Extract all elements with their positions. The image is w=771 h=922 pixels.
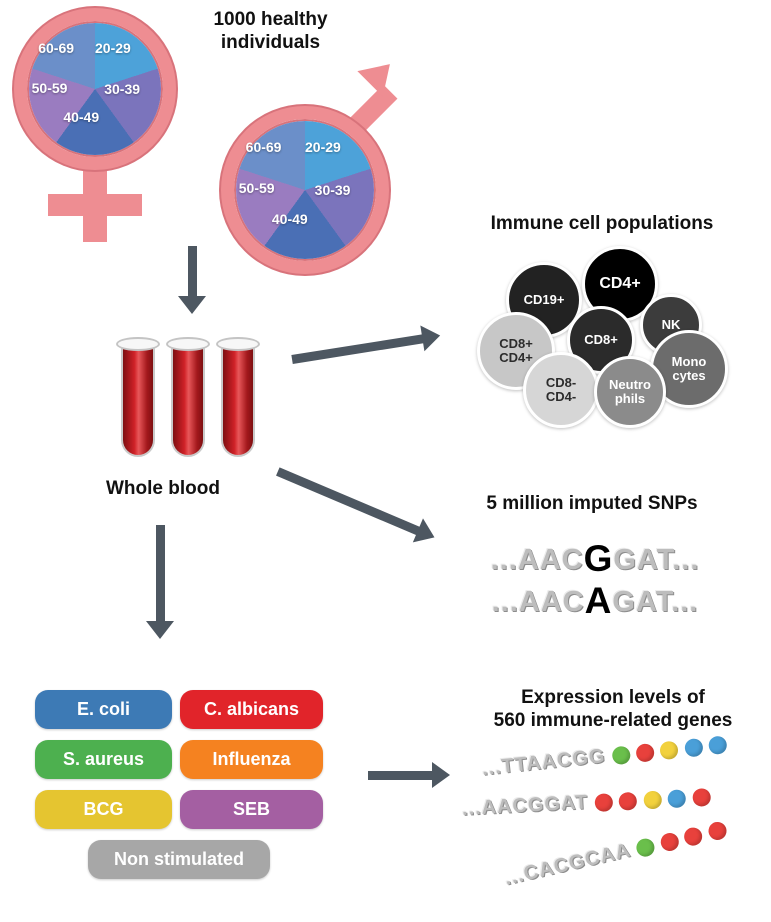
male-age-pie: 20-29 30-39 40-49 50-59 60-69 bbox=[236, 121, 374, 259]
expression-dot bbox=[642, 790, 662, 809]
snp-seq-post: GAT... bbox=[612, 586, 699, 618]
expression-dot bbox=[618, 791, 638, 811]
expression-dot bbox=[691, 787, 711, 807]
blood-tube bbox=[166, 337, 210, 461]
tube-body bbox=[121, 343, 155, 457]
cell-cd8neg-cd4neg: CD8- CD4- bbox=[523, 352, 599, 428]
tube-rim bbox=[116, 337, 160, 351]
age-slice-label: 20-29 bbox=[95, 40, 131, 57]
expression-title: Expression levels of 560 immune-related … bbox=[493, 687, 733, 732]
tube-rim bbox=[216, 337, 260, 351]
expression-dot bbox=[634, 836, 657, 858]
snp-variant-allele: A bbox=[584, 580, 613, 621]
cell-cd8pos-cd4pos: CD8+ CD4+ bbox=[477, 312, 555, 390]
stimulus-e-coli: E. coli bbox=[35, 690, 172, 729]
stimulus-seb: SEB bbox=[180, 790, 323, 829]
snp-variant-allele: G bbox=[583, 538, 614, 579]
age-slice-label: 40-49 bbox=[63, 108, 100, 125]
expression-dot bbox=[682, 825, 705, 847]
figure-title: 1000 healthy individuals bbox=[213, 9, 328, 54]
blood-tube bbox=[216, 337, 260, 461]
age-slice-label: 20-29 bbox=[305, 138, 341, 155]
tube-body bbox=[221, 343, 255, 457]
expression-dot bbox=[706, 819, 728, 842]
expression-row-2: ...AACGGAT bbox=[461, 785, 711, 821]
female-age-pie: 20-29 30-39 40-49 50-59 60-69 bbox=[29, 23, 161, 155]
female-circle: 20-29 30-39 40-49 50-59 60-69 bbox=[14, 8, 176, 170]
arrow-to-expression bbox=[368, 762, 458, 788]
blood-tube bbox=[116, 337, 160, 461]
gene-sequence: ...CACGCAA bbox=[502, 839, 633, 890]
snp-seq-post: GAT... bbox=[613, 544, 700, 576]
snp-sequence-1: ...AACGGAT... bbox=[455, 540, 735, 577]
age-slice-label: 60-69 bbox=[38, 40, 75, 57]
snp-seq-pre: ...AAC bbox=[491, 586, 585, 618]
age-slice-label: 30-39 bbox=[314, 181, 351, 198]
tube-rim bbox=[166, 337, 210, 351]
stimulus-c-albicans: C. albicans bbox=[180, 690, 323, 729]
expression-dot bbox=[635, 742, 655, 763]
stimulus-non-stimulated: Non stimulated bbox=[88, 840, 270, 879]
age-slice-label: 40-49 bbox=[271, 210, 308, 227]
expression-dot bbox=[708, 734, 728, 755]
arrow-to-immune-cells bbox=[290, 321, 450, 371]
tube-body bbox=[171, 343, 205, 457]
expression-dot bbox=[683, 737, 704, 758]
age-slice-label: 50-59 bbox=[238, 180, 275, 197]
expression-dot bbox=[659, 739, 680, 760]
stimulus-influenza: Influenza bbox=[180, 740, 323, 779]
expression-row-3: ...CACGCAA bbox=[502, 817, 728, 890]
snp-seq-pre: ...AAC bbox=[490, 544, 584, 576]
stimulus-s-aureus: S. aureus bbox=[35, 740, 172, 779]
snps-title: 5 million imputed SNPs bbox=[486, 493, 698, 514]
female-symbol-crossbar bbox=[48, 194, 142, 216]
cell-neutrophils: Neutro phils bbox=[594, 356, 666, 428]
expression-dot bbox=[594, 792, 614, 812]
stimulus-bcg: BCG bbox=[35, 790, 172, 829]
whole-blood-label: Whole blood bbox=[106, 478, 220, 499]
snp-sequence-2: ...AACAGAT... bbox=[455, 582, 735, 619]
expression-dot bbox=[667, 788, 687, 808]
age-slice-label: 50-59 bbox=[31, 79, 68, 96]
gene-sequence: ...AACGGAT bbox=[461, 791, 589, 820]
immune-cells-title: Immune cell populations bbox=[490, 213, 714, 234]
age-slice-label: 60-69 bbox=[245, 138, 282, 155]
arrow-to-snps bbox=[273, 459, 447, 552]
age-slice-label: 30-39 bbox=[104, 81, 141, 98]
male-circle: 20-29 30-39 40-49 50-59 60-69 bbox=[221, 106, 389, 274]
arrow-down-to-stimuli bbox=[146, 525, 174, 643]
expression-dot bbox=[658, 830, 681, 853]
gene-sequence: ...TTAACGG bbox=[480, 745, 607, 780]
expression-dot bbox=[610, 745, 631, 765]
expression-row-1: ...TTAACGG bbox=[481, 732, 728, 781]
male-arrow-head bbox=[357, 51, 403, 97]
arrow-down-to-blood bbox=[178, 246, 206, 318]
